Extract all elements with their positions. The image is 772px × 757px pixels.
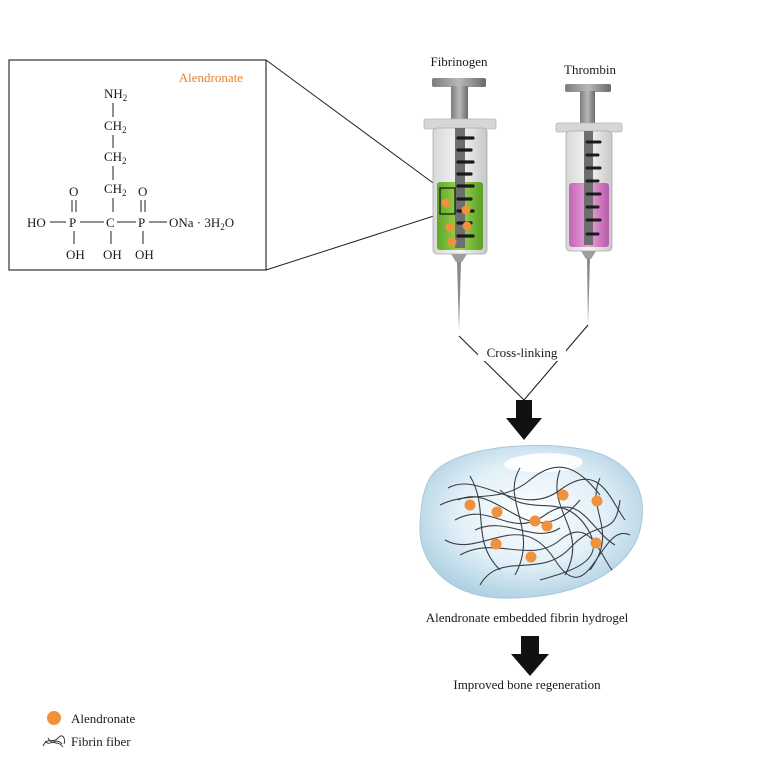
alendronate-dot	[490, 538, 502, 550]
oxygen-right: O	[138, 184, 147, 199]
plunger-rod	[580, 91, 595, 125]
crosslink-line-left	[458, 335, 525, 401]
crosslink-label: Cross-linking	[487, 345, 558, 360]
thrombin-label: Thrombin	[564, 62, 616, 77]
down-arrow-icon	[506, 400, 542, 440]
structure-box-frame	[8, 59, 267, 271]
result-label: Improved bone regeneration	[453, 677, 601, 692]
syringe-flange	[423, 118, 497, 130]
plunger-inner-rod	[455, 128, 465, 248]
structure-title: Alendronate	[179, 70, 243, 85]
ch2-label-2: CH2	[104, 149, 127, 166]
thrombin-syringe: Thrombin	[555, 62, 623, 325]
alendronate-dot	[557, 489, 569, 501]
needle	[457, 262, 461, 330]
plunger-inner-rod	[584, 131, 593, 245]
plunger-rod	[451, 86, 468, 120]
alendronate-dot	[529, 515, 541, 527]
alendronate-dot	[464, 499, 476, 511]
hydrogel-label: Alendronate embedded fibrin hydrogel	[426, 610, 629, 625]
alendronate-dot	[591, 495, 603, 507]
legend: Alendronate Fibrin fiber	[42, 711, 135, 749]
structure-box: Alendronate NH2 CH2 CH2 CH2 O O HO P C P…	[8, 59, 267, 271]
needle	[587, 259, 590, 325]
fibrin-hydrogel	[419, 444, 643, 599]
phosphorus-left: P	[69, 215, 76, 230]
alendronate-dot	[441, 198, 451, 208]
plunger-thumb	[432, 78, 486, 87]
oh-label-2: OH	[103, 247, 122, 262]
zoom-line-top	[265, 59, 441, 189]
legend-label-fibrin: Fibrin fiber	[71, 734, 131, 749]
graduation-marks	[585, 140, 602, 236]
alendronate-dot	[445, 222, 455, 232]
alendronate-dot	[525, 551, 537, 563]
oh-label-3: OH	[135, 247, 154, 262]
orange-dot-icon	[47, 711, 61, 725]
fibrin-fibers	[439, 466, 631, 586]
crosslink-line-right	[523, 324, 589, 401]
legend-label-alendronate: Alendronate	[71, 711, 135, 726]
alendronate-dot	[462, 221, 472, 231]
alendronate-dot	[461, 205, 471, 215]
alendronate-dot	[447, 237, 457, 247]
phosphorus-right: P	[138, 215, 145, 230]
needle-hub	[451, 254, 467, 262]
ch2-label-3: CH2	[104, 181, 127, 198]
graduation-marks	[456, 136, 475, 238]
ho-label: HO	[27, 215, 46, 230]
ona-label: ONa · 3H2O	[169, 215, 234, 232]
crosslink-label-bg	[478, 343, 566, 361]
fibrinogen-label: Fibrinogen	[430, 54, 488, 69]
fibrinogen-syringe: Fibrinogen	[423, 54, 497, 330]
alendronate-dot	[590, 537, 602, 549]
oh-label-1: OH	[66, 247, 85, 262]
nh2-label: NH2	[104, 86, 127, 103]
alendronate-dot	[541, 520, 553, 532]
carbon-center: C	[106, 215, 115, 230]
zoom-line-bottom	[265, 213, 441, 271]
oxygen-left: O	[69, 184, 78, 199]
zoom-box	[439, 187, 456, 215]
down-arrow-icon	[511, 636, 549, 676]
needle-hub	[581, 251, 596, 259]
fibrin-fiber-icon	[42, 735, 66, 748]
ch2-label-1: CH2	[104, 118, 127, 135]
plunger-thumb	[565, 84, 611, 92]
alendronate-dot	[491, 506, 503, 518]
